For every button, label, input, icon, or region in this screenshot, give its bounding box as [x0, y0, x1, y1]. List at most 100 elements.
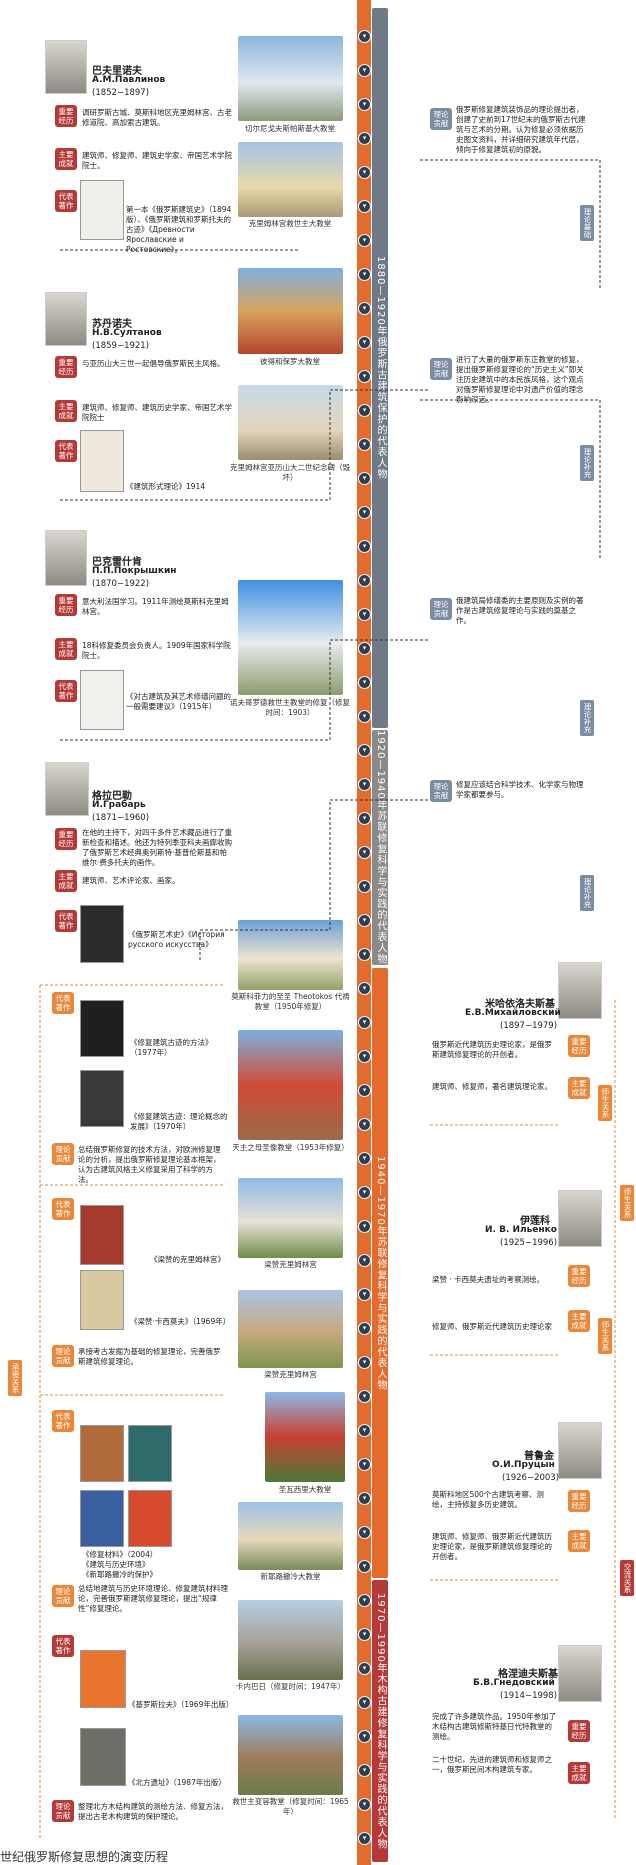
person-years: (1859−1921) — [92, 341, 150, 351]
timeline-node: ▾ — [358, 1152, 371, 1165]
portrait-gnedovsky — [558, 1645, 602, 1702]
timeline-node: ▾ — [358, 1662, 371, 1675]
building-caption: 克里姆林宫亚历山大二世纪念碑（毁坏） — [230, 463, 350, 482]
timeline-node: ▾ — [358, 642, 371, 655]
work-item: 《北方遗址》（1987年出版） — [128, 1778, 226, 1787]
building-photo — [238, 1290, 343, 1368]
person-work: 《建筑形式理论》1914 — [126, 482, 206, 491]
tag-main-achievement: 主要成就 — [55, 870, 77, 892]
person-experience: 完成了许多建筑作品。1950年参加了木结构古建筑修斯特基日代特教堂的测绘。 — [432, 1712, 557, 1741]
theory-text: 整理北方木结构建筑的测绘方法、修复方法，提出古老木构建筑的保护理论。 — [78, 1802, 228, 1821]
portrait-sultanov — [45, 292, 87, 346]
period-1920-1940: 1920—1940年苏联修复科学与实践的代表人物 — [372, 730, 388, 965]
person-achievement: 二十世纪，先进的建筑师和修复师之一，俄罗斯民间木构建筑专家。 — [432, 1755, 552, 1774]
person-name-ru: A.M.Павлинов — [92, 75, 166, 85]
portrait-pavlinov — [45, 40, 87, 94]
theory-text: 总结地建筑与历史环境理论、修复建筑材料理论，完善俄罗斯建筑修复理论，提出“规律性… — [78, 1584, 228, 1613]
theory-text: 俄建筑局修缮委的主要原则及实例的著作是古建筑修复理论与实践的奠基之作。 — [456, 596, 584, 625]
label-theory-supplement: 理论补充 — [580, 700, 594, 736]
building-caption: 莫斯科菲力的至圣 Theotokos 代祷教堂（1950年修复） — [231, 992, 350, 1011]
tag-representative-work: 代表著作 — [55, 910, 77, 932]
tag-important-experience: 重要经历 — [568, 1035, 590, 1057]
timeline-node: ▾ — [358, 1356, 371, 1369]
tag-important-experience: 重要经历 — [568, 1265, 590, 1287]
tag-theory-contribution: 理论贡献 — [52, 1800, 74, 1822]
building-photo — [238, 385, 343, 460]
book-cover — [80, 1490, 124, 1547]
person-name-cn: 苏丹诺夫 — [92, 319, 132, 330]
timeline-node: ▾ — [358, 472, 371, 485]
tag-representative-work: 代表著作 — [55, 680, 77, 702]
work-item: 《新耶路撒冷的保护》 — [82, 1570, 157, 1579]
building-photo — [238, 36, 343, 121]
tag-theory-contribution: 理论贡献 — [430, 108, 452, 130]
tag-representative-work: 代表著作 — [52, 992, 74, 1014]
person-experience: 调研罗斯古城、莫斯科地区克里姆林宫、古老修道院、高加索古建筑。 — [82, 108, 232, 127]
work-item: 《修复材料》（2004） — [82, 1550, 158, 1559]
timeline-node: ▾ — [358, 540, 371, 553]
timeline-node: ▾ — [358, 404, 371, 417]
person-name-cn: 米哈依洛夫斯基 — [485, 999, 555, 1010]
timeline-node: ▾ — [358, 336, 371, 349]
tag-important-experience: 重要经历 — [568, 1720, 590, 1742]
tag-important-experience: 重要经历 — [55, 356, 77, 378]
person-achievement: 修复师、俄罗斯近代建筑历史理论家 — [432, 1322, 552, 1331]
timeline-node: ▾ — [358, 982, 371, 995]
person-years: (1897−1979) — [500, 1021, 558, 1031]
person-years: (1870−1922) — [92, 579, 150, 589]
building-photo — [238, 580, 343, 695]
building-caption: 卡内巴日（修复时间：1947年） — [235, 1682, 346, 1691]
tag-theory-contribution: 理论贡献 — [52, 1585, 74, 1607]
portrait-prutsyn — [558, 1422, 602, 1479]
building-photo — [238, 1178, 343, 1258]
timeline-node: ▾ — [358, 608, 371, 621]
label-theory-base: 理论基础 — [580, 205, 594, 241]
person-name-cn: 格涅迪夫斯基 — [498, 1669, 558, 1680]
book-cover — [80, 1000, 124, 1057]
label-teacher-relation: 师生关系 — [598, 1085, 612, 1121]
timeline-node: ▾ — [358, 948, 371, 961]
timeline-node: ▾ — [358, 1424, 371, 1437]
book-cover — [80, 670, 124, 730]
theory-text: 俄罗斯修复建筑装饰品的理论提出者，创建了史前到17世纪末的俄罗斯古代建筑与艺术的… — [456, 105, 586, 154]
tag-main-achievement: 主要成就 — [568, 1762, 590, 1784]
figure-caption: 世纪俄罗斯修复思想的演变历程 — [0, 1850, 169, 1864]
portrait-ilyenko — [558, 1190, 602, 1247]
timeline-node: ▾ — [358, 1764, 371, 1777]
timeline-node: ▾ — [358, 1050, 371, 1063]
person-work: 《俄罗斯艺术史》《История русского искусства》 — [128, 930, 225, 949]
timeline-node: ▾ — [358, 30, 371, 43]
timeline-node: ▾ — [358, 744, 371, 757]
building-photo — [238, 1715, 343, 1795]
book-cover — [80, 430, 124, 492]
person-achievement: 建筑师、修复师、建筑历史学家、帝国艺术学院院士 — [82, 403, 232, 422]
tag-main-achievement: 主要成就 — [55, 638, 77, 660]
tag-theory-contribution: 理论贡献 — [430, 358, 452, 380]
timeline-node: ▾ — [358, 778, 371, 791]
building-photo — [238, 920, 343, 990]
book-cover — [128, 1425, 172, 1482]
book-cover — [80, 1070, 124, 1127]
theory-text: 修复应该结合科学技术、化学家与物理学家都要参与。 — [456, 780, 584, 799]
person-achievement: 建筑师、艺术评论家、画家。 — [82, 876, 180, 885]
person-achievement: 建筑师、修复师、俄罗斯近代建筑历史理论家，是俄罗斯建筑修复理论的开创者。 — [432, 1532, 552, 1561]
person-experience: 在他的主持下，对四千多件艺术藏品进行了重新检查和描述。他还为特列季亚科夫画廊收购… — [82, 828, 232, 867]
timeline-node: ▾ — [358, 1288, 371, 1301]
tag-representative-work: 代表著作 — [52, 1635, 74, 1657]
timeline-node: ▾ — [358, 132, 371, 145]
timeline-node: ▾ — [358, 710, 371, 723]
person-experience: 梁赞 · 卡西莫夫遗址的考察测绘。 — [432, 1275, 545, 1284]
timeline-node: ▾ — [358, 880, 371, 893]
person-name-cn: 普鲁金 — [524, 1451, 554, 1462]
work-item: 《修复建筑古迹的方法》（1977年） — [130, 1038, 213, 1057]
timeline-node: ▾ — [358, 1254, 371, 1267]
timeline-node: ▾ — [358, 1628, 371, 1641]
timeline-node: ▾ — [358, 1186, 371, 1199]
person-name-cn: 巴克雷什肯 — [92, 557, 142, 568]
person-experience: 与亚历山大三世一起倡导俄罗斯民主风格。 — [82, 359, 225, 368]
person-name-ru: О.И.Пруцын — [492, 1460, 555, 1470]
tag-representative-work: 代表著作 — [55, 190, 77, 212]
tag-main-achievement: 主要成就 — [568, 1077, 590, 1099]
label-teacher-relation: 师生关系 — [598, 1318, 612, 1354]
building-photo — [238, 1502, 343, 1570]
